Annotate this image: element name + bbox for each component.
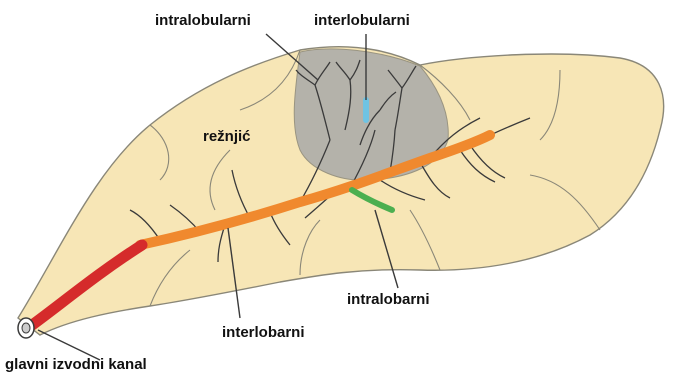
- label-interlobular: interlobularni: [314, 13, 410, 28]
- duct-opening-inner: [22, 323, 30, 333]
- label-main-duct: glavni izvodni kanal: [5, 357, 147, 372]
- label-lobule: režnjić: [203, 129, 251, 144]
- label-interlobar: interlobarni: [222, 325, 305, 340]
- label-intralobar: intralobarni: [347, 292, 430, 307]
- label-intralobular: intralobularni: [155, 13, 251, 28]
